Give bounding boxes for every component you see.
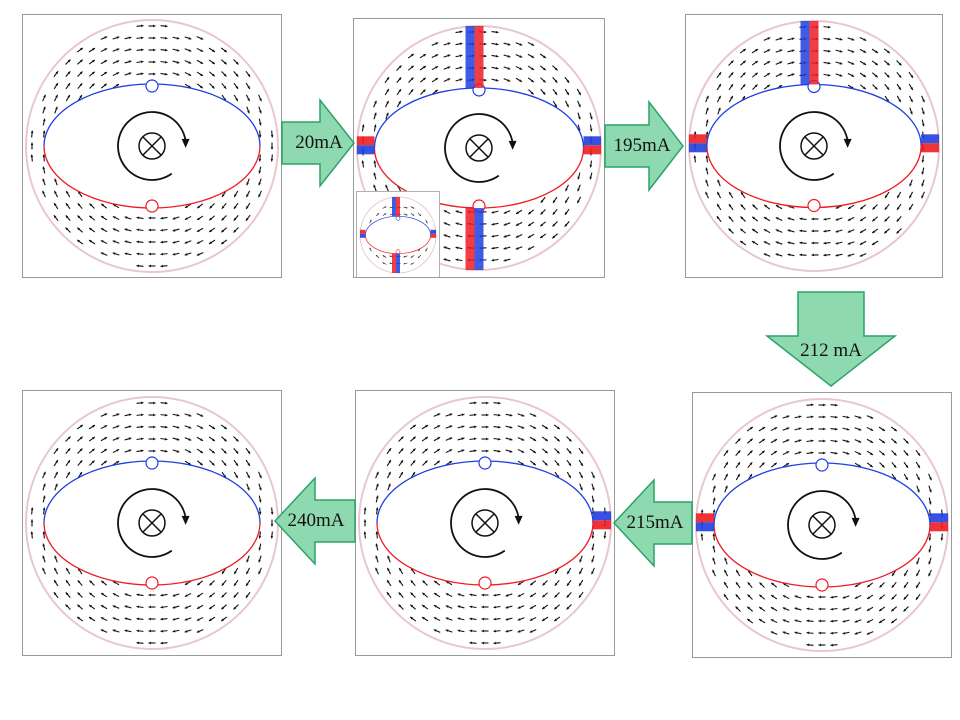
domain-walls [360, 197, 436, 273]
domain-walls [357, 26, 601, 270]
magnetization-map [356, 25, 602, 271]
transition-label: 195mA [613, 135, 671, 156]
transition-label: 215mA [626, 512, 684, 533]
current-into-page-icon [450, 488, 523, 558]
magnetization-map [25, 19, 279, 273]
state-panel-initial [22, 14, 282, 278]
magnetization-map [695, 398, 949, 652]
vector-field [693, 25, 925, 257]
domain-walls [689, 21, 939, 153]
current-into-page-icon [117, 111, 190, 181]
state-panel-20ma [353, 18, 605, 278]
vector-field [700, 403, 944, 647]
state-panel-215ma [355, 390, 615, 656]
transition-arrow-left-icon [273, 476, 356, 566]
magnetization-map [358, 396, 612, 650]
current-into-page-icon [444, 113, 517, 183]
transition-arrow-left-icon [612, 478, 693, 568]
vector-field [30, 24, 274, 268]
transition-label: 240mA [287, 510, 345, 531]
domain-walls [593, 511, 611, 530]
inset-map [359, 196, 437, 274]
magnetization-map [25, 396, 279, 650]
domain-walls [696, 513, 948, 532]
current-into-page-icon [779, 111, 852, 181]
transition-arrow-down-icon [764, 291, 898, 387]
vector-field [30, 401, 274, 645]
state-panel-195ma [685, 14, 943, 278]
current-into-page-icon [787, 490, 860, 560]
vector-field [363, 401, 607, 645]
transition-arrow-right-icon [281, 97, 355, 189]
state-panel-240ma [22, 390, 282, 656]
inset-thumbnail [356, 191, 440, 277]
state-panel-212ma [692, 392, 952, 658]
current-into-page-icon [117, 488, 190, 558]
transition-label: 212 mA [800, 340, 862, 361]
transition-arrow-right-icon [604, 99, 684, 193]
magnetization-map [688, 20, 940, 272]
transition-label: 20mA [295, 132, 343, 153]
